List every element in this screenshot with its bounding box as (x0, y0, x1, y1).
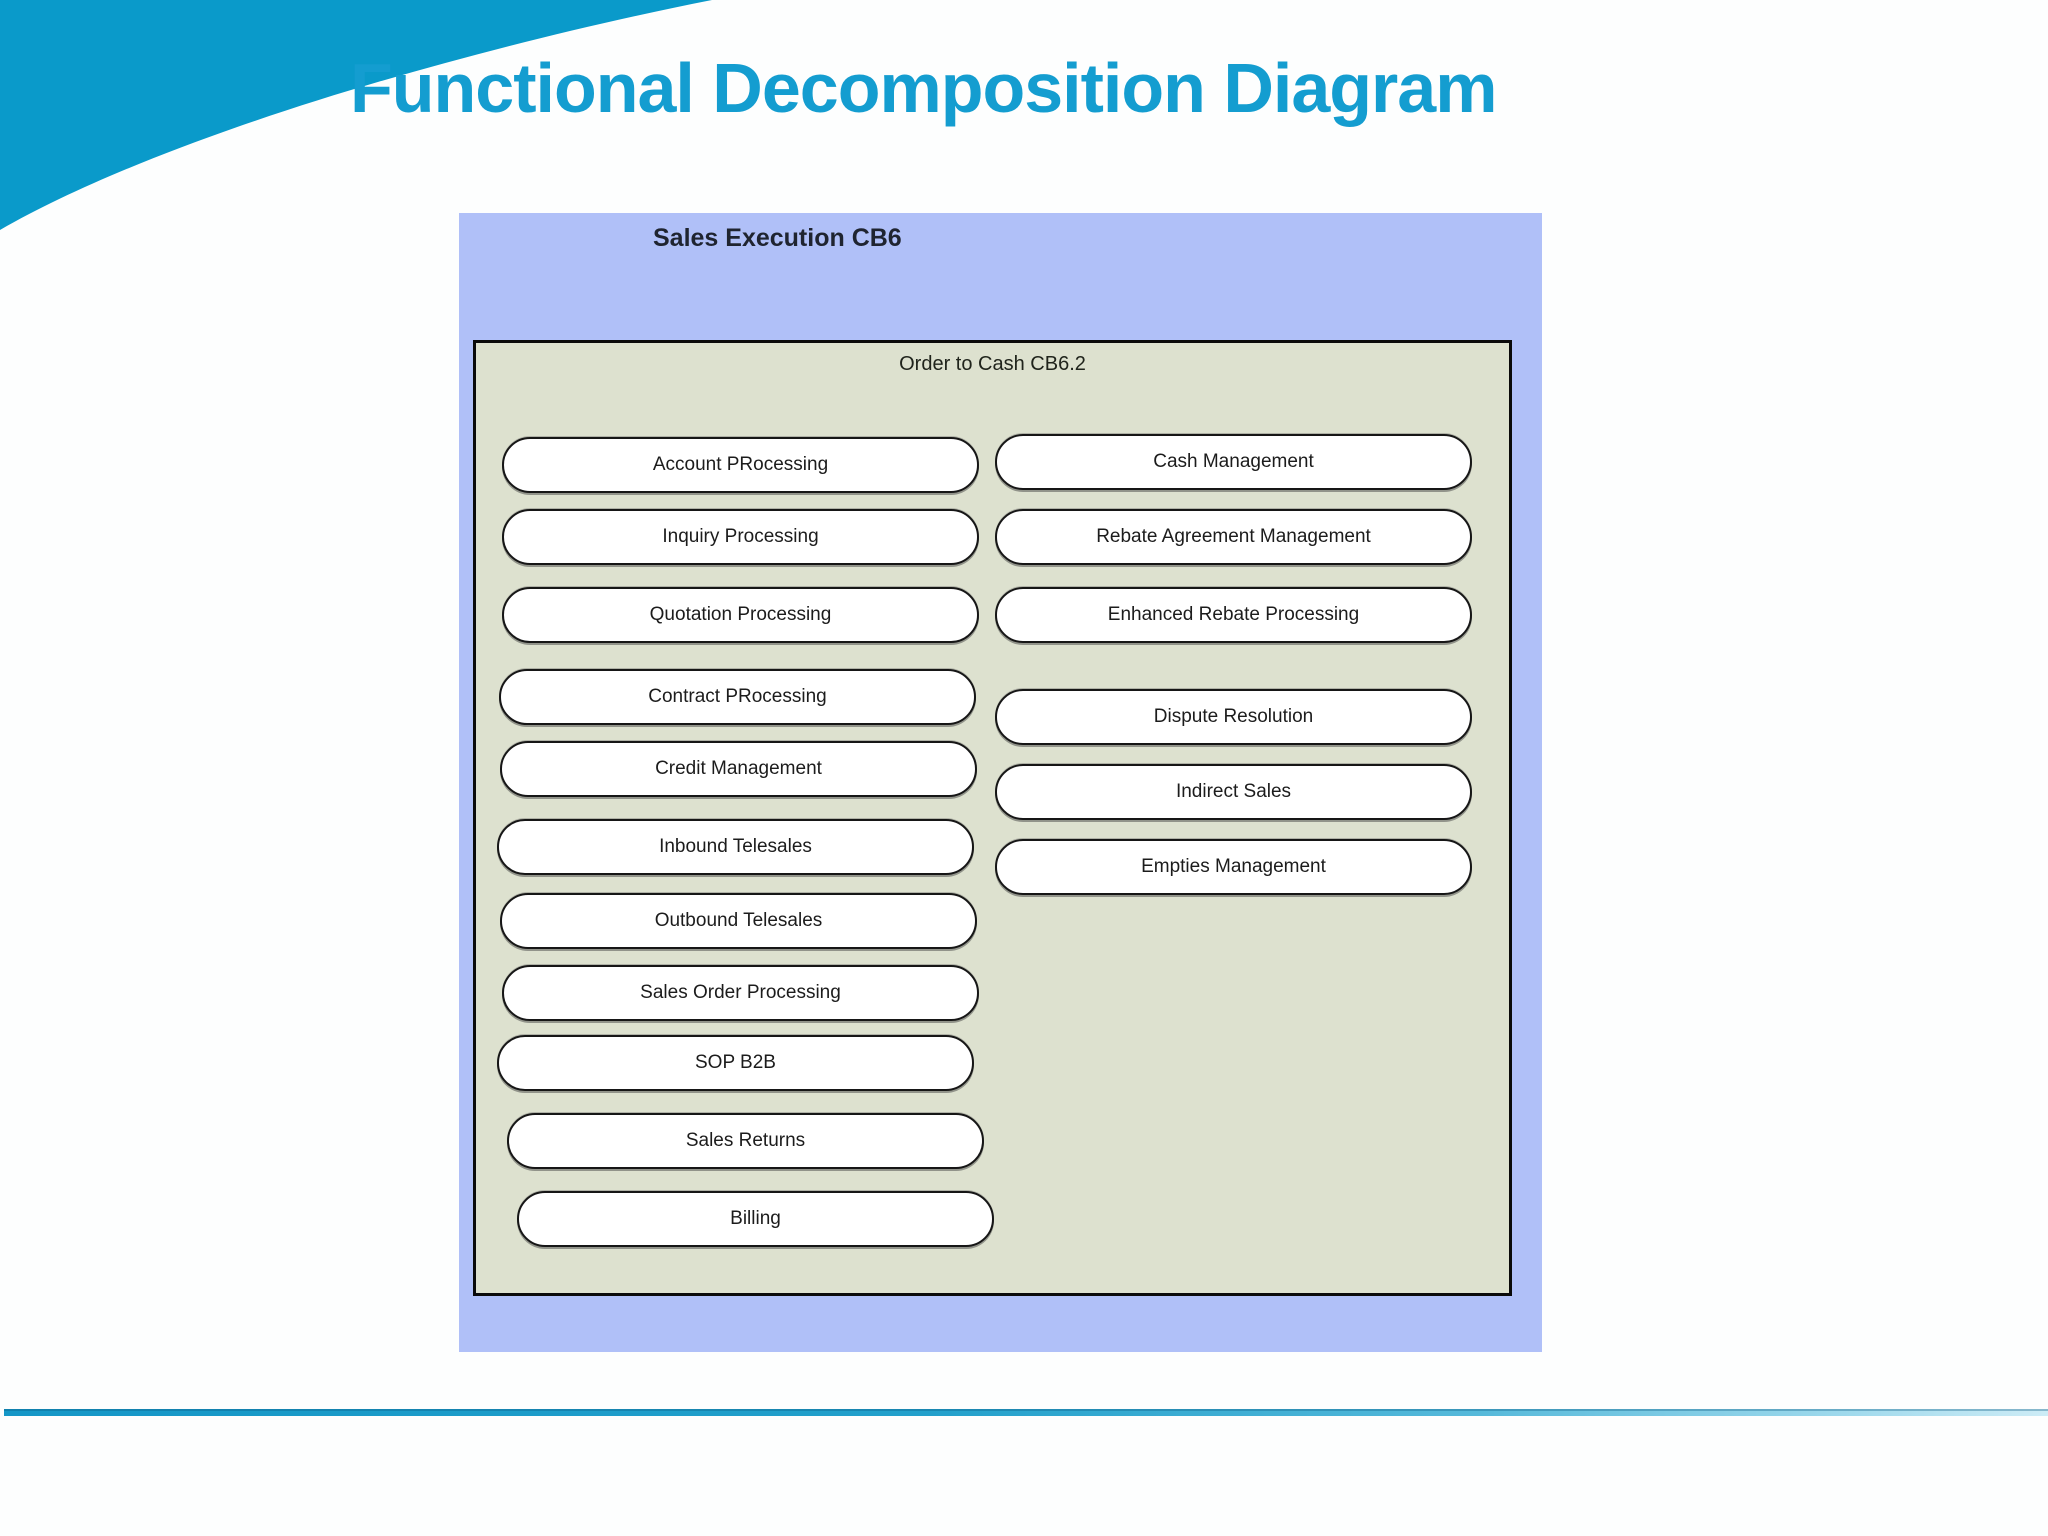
function-pill-enhanced-rebate-processing: Enhanced Rebate Processing (995, 587, 1472, 643)
function-pill-billing: Billing (517, 1191, 994, 1247)
function-pill-account-processing: Account PRocessing (502, 437, 979, 493)
function-pill-inquiry-processing: Inquiry Processing (502, 509, 979, 565)
sales-execution-title: Sales Execution CB6 (653, 224, 902, 252)
function-pill-empties-management: Empties Management (995, 839, 1472, 895)
footer-divider-line (4, 1409, 2048, 1416)
function-pill-contract-processing: Contract PRocessing (499, 669, 976, 725)
function-pill-sales-order-processing: Sales Order Processing (502, 965, 979, 1021)
function-pill-sales-returns: Sales Returns (507, 1113, 984, 1169)
corner-swoosh-shape (0, 0, 712, 230)
page-title: Functional Decomposition Diagram (350, 49, 1497, 127)
function-pill-outbound-telesales: Outbound Telesales (500, 893, 977, 949)
function-pill-sop-b2b: SOP B2B (497, 1035, 974, 1091)
function-pill-credit-management: Credit Management (500, 741, 977, 797)
function-pill-dispute-resolution: Dispute Resolution (995, 689, 1472, 745)
function-pill-inbound-telesales: Inbound Telesales (497, 819, 974, 875)
sales-execution-container: Sales Execution CB6 Order to Cash CB6.2 … (459, 213, 1542, 1352)
function-pill-cash-management: Cash Management (995, 434, 1472, 490)
function-pill-quotation-processing: Quotation Processing (502, 587, 979, 643)
function-pill-rebate-agreement-management: Rebate Agreement Management (995, 509, 1472, 565)
order-to-cash-title: Order to Cash CB6.2 (899, 353, 1086, 375)
function-pill-indirect-sales: Indirect Sales (995, 764, 1472, 820)
